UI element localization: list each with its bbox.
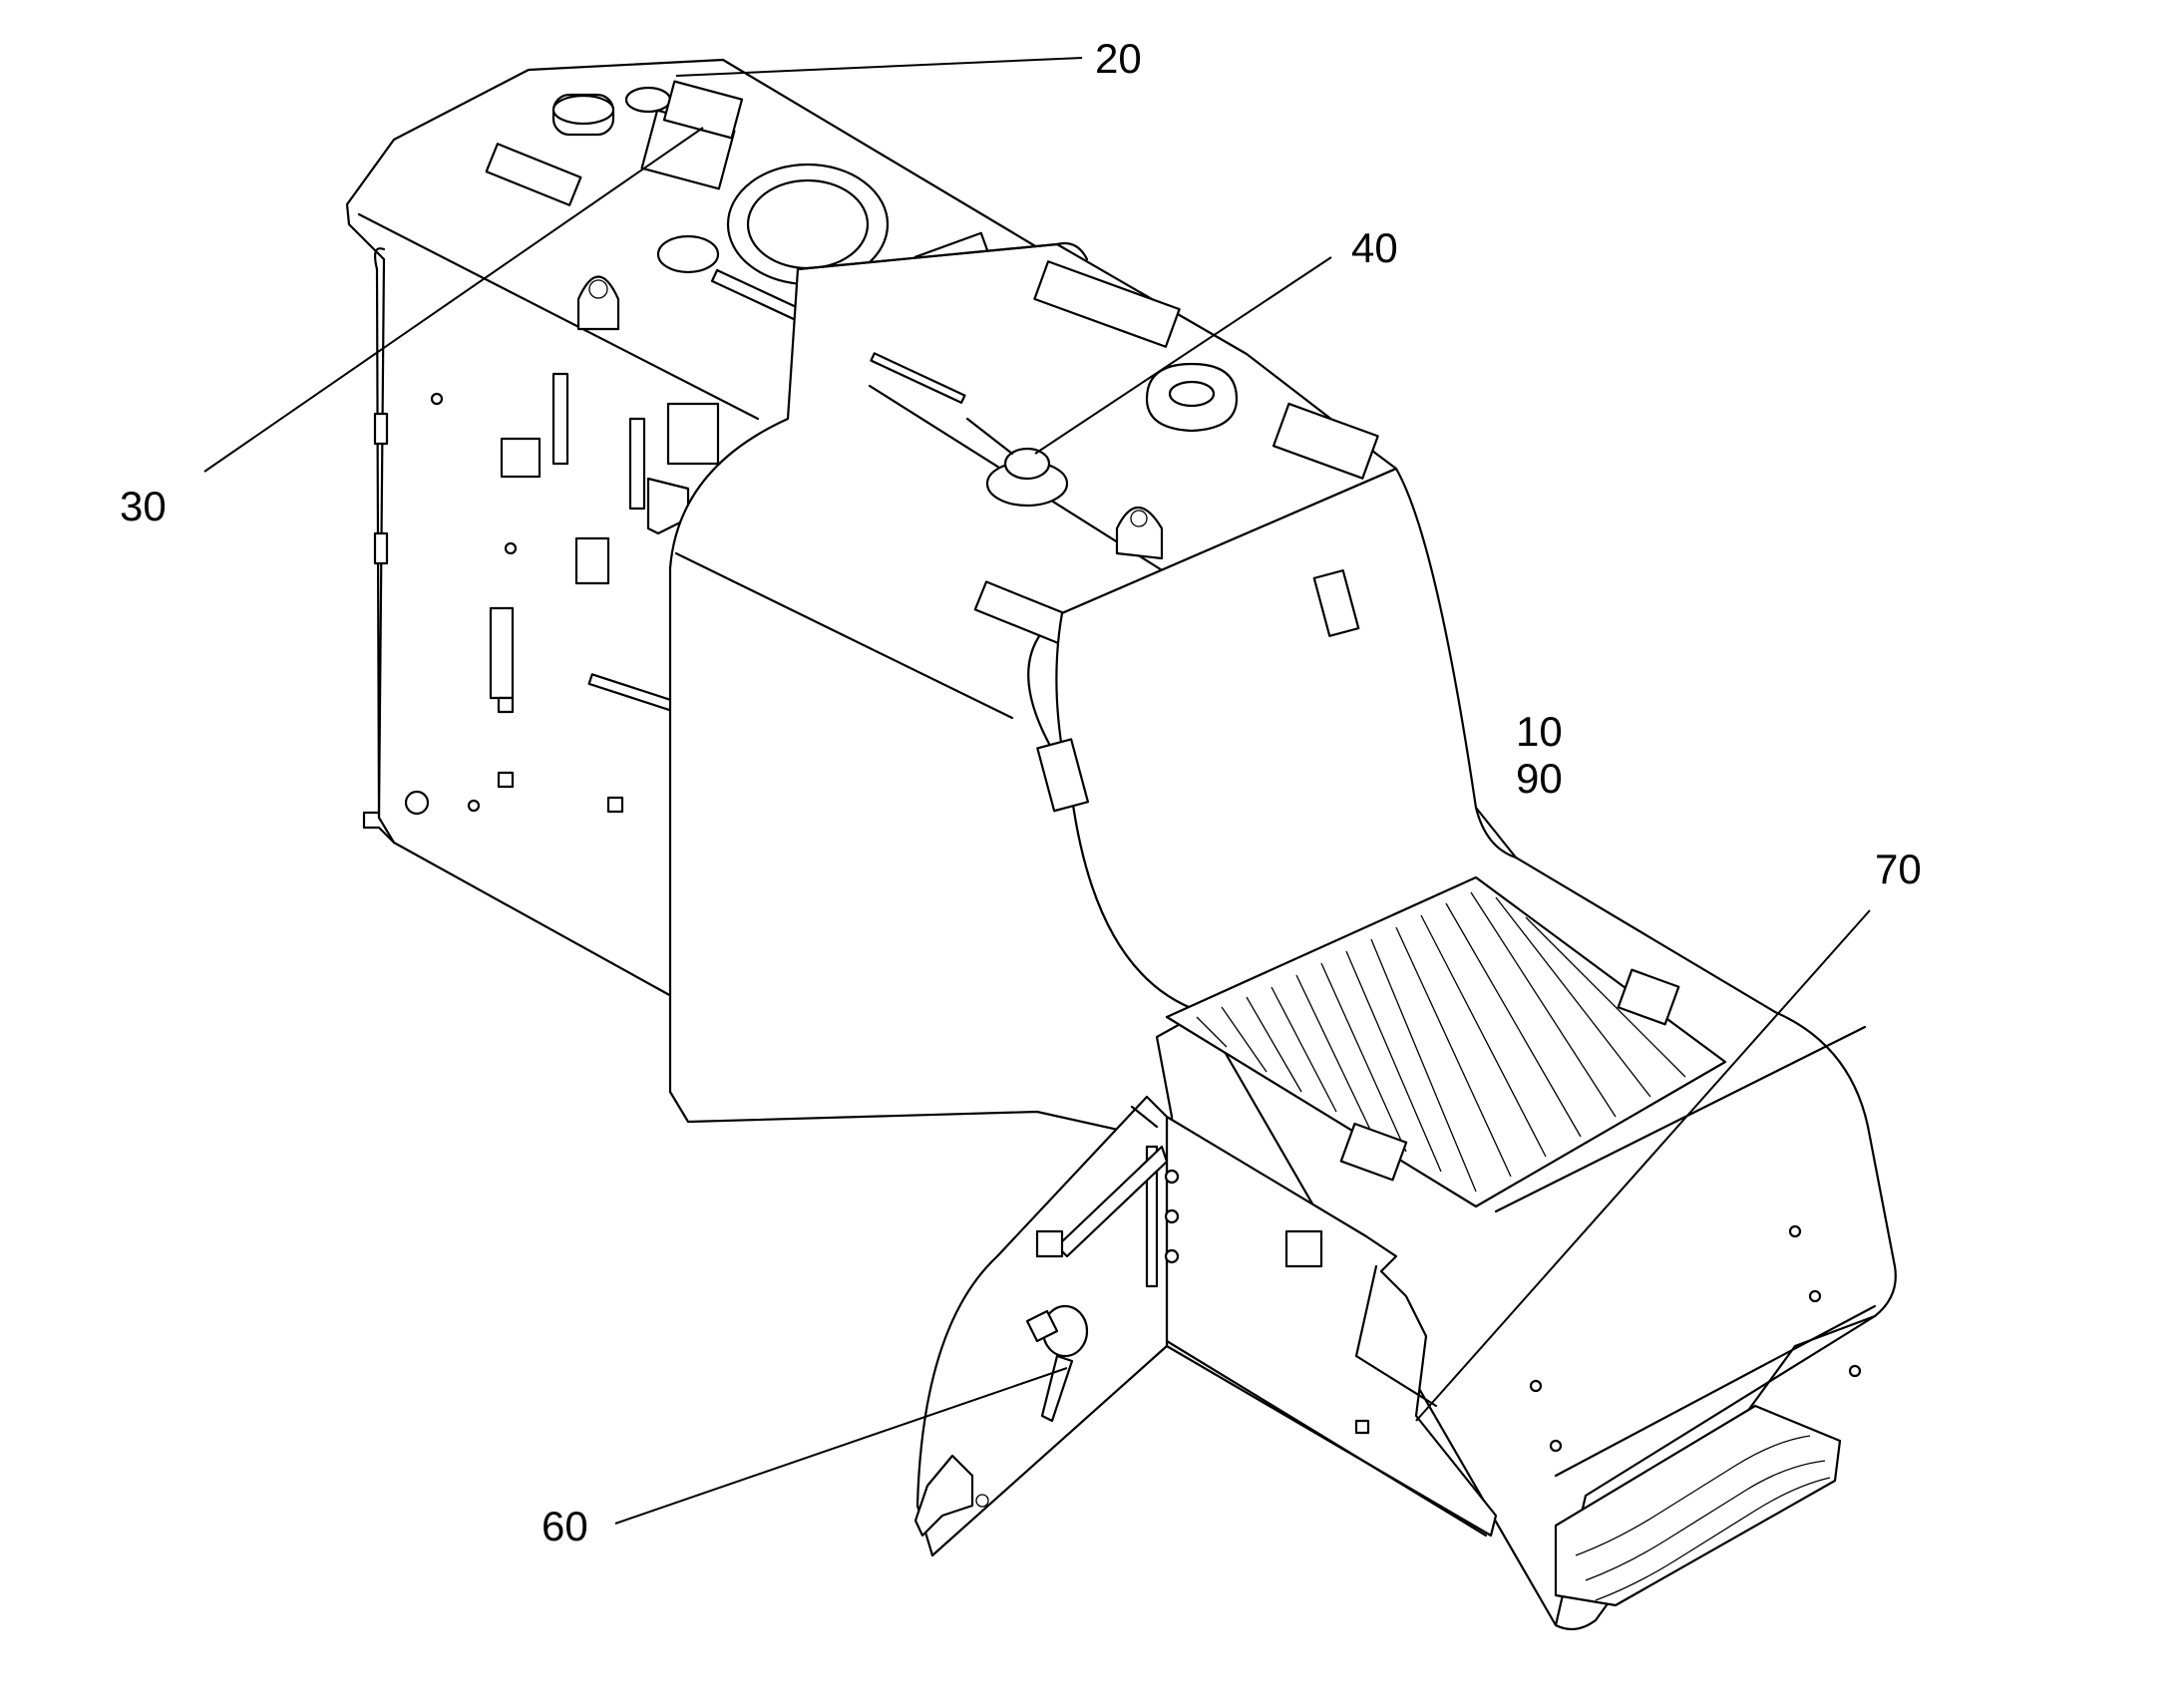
callout-90: 90 bbox=[1516, 755, 1563, 802]
cap-icon bbox=[624, 86, 672, 114]
interior-ribbing bbox=[1196, 891, 1686, 1193]
rear-top-fittings bbox=[485, 80, 991, 344]
pad-icon bbox=[485, 143, 582, 206]
leader-40 bbox=[1034, 256, 1332, 455]
mount-pad-icon bbox=[1272, 402, 1379, 480]
leader-70 bbox=[1415, 909, 1871, 1422]
latch-block-icon bbox=[1312, 569, 1360, 637]
hinge-icon bbox=[1145, 1145, 1180, 1288]
step-icon bbox=[1554, 1404, 1842, 1607]
door-latch-icon bbox=[913, 1454, 989, 1537]
sensor-cap-icon bbox=[656, 234, 720, 274]
callout-70: 70 bbox=[1875, 846, 1922, 892]
callout-40: 40 bbox=[1351, 224, 1398, 271]
lifting-eye-icon bbox=[576, 275, 620, 331]
door-stay-icon bbox=[1055, 1145, 1169, 1258]
leader-60 bbox=[614, 1367, 1068, 1525]
callout-30: 30 bbox=[120, 483, 167, 529]
inner-bracket-icon bbox=[1284, 1229, 1323, 1268]
callout-10: 10 bbox=[1516, 708, 1563, 755]
callout-60: 60 bbox=[542, 1503, 588, 1549]
rear-side-brackets bbox=[373, 372, 720, 816]
callout-20: 20 bbox=[1095, 35, 1142, 82]
storage-box bbox=[1036, 467, 1897, 1631]
door-handle-icon bbox=[1025, 1304, 1089, 1423]
callouts: 20 30 40 10 90 70 60 bbox=[120, 35, 1922, 1549]
leader-30 bbox=[203, 127, 704, 473]
leader-lines bbox=[203, 57, 1871, 1525]
clamp-plate-icon bbox=[1033, 260, 1181, 348]
leader-20 bbox=[675, 57, 1083, 77]
open-door bbox=[913, 1095, 1180, 1557]
lower-compartment bbox=[1165, 1115, 1498, 1537]
front-lifting-eye-icon bbox=[1115, 507, 1164, 560]
